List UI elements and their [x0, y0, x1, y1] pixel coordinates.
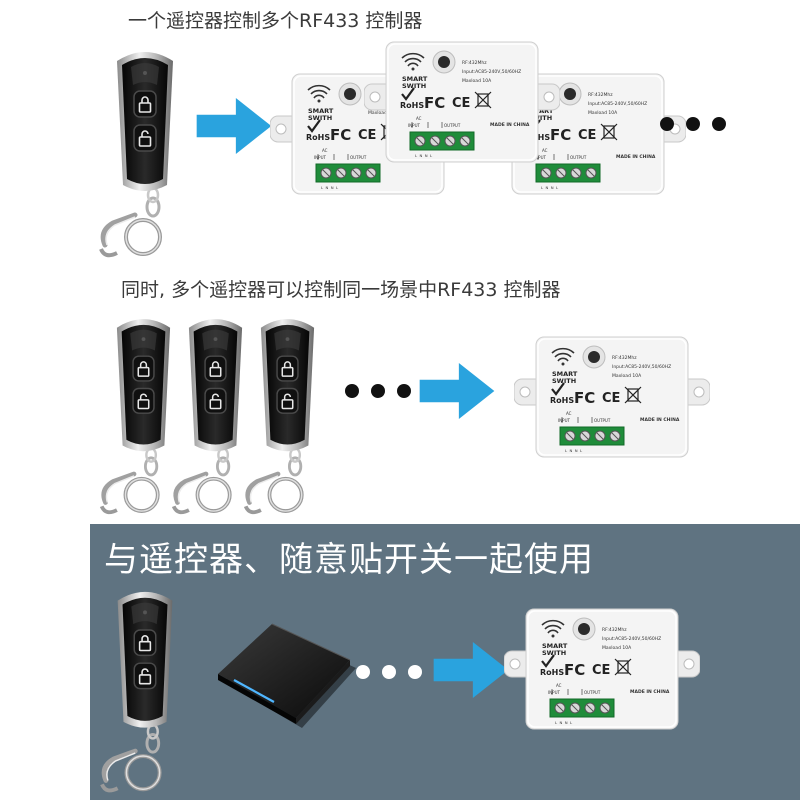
module-label-brand1: SMART	[552, 370, 578, 378]
module-graphic: SMART SWITH RF:432Mhz Input:AC85-240V,50…	[513, 336, 711, 458]
weee-bin-icon	[614, 658, 632, 676]
module-label-ce: CE	[602, 391, 620, 406]
module-label-brand1: SMART	[542, 642, 568, 650]
module-label-inlabel: INPUT	[534, 155, 547, 160]
module-label-made: MADE IN CHINA	[616, 154, 656, 160]
caption-many-to-one: 同时, 多个遥控器可以控制同一场景中RF433 控制器	[121, 279, 561, 301]
module-label-brand1: SMART	[528, 107, 554, 115]
module-label-freq: RF:432Mhz	[612, 355, 637, 361]
module-label-rohs: RoHS	[306, 133, 330, 142]
weee-bin-icon	[624, 386, 642, 404]
module-label-fc: FC	[550, 126, 571, 144]
wifi-icon	[307, 84, 331, 103]
module-label-rohs: RoHS	[550, 396, 574, 405]
module-label-inlabel: INPUT	[408, 123, 421, 128]
module-label-load: Maxload 10A	[612, 373, 642, 379]
module-label-inlabel: INPUT	[558, 418, 571, 423]
arrow-right-icon	[419, 363, 495, 419]
module-label-freq: RF:432Mhz	[462, 60, 487, 66]
module-label-freq: RF:432Mhz	[588, 92, 613, 98]
module-label-ac: AC	[542, 148, 548, 153]
module-label-brand2: SWITH	[402, 82, 426, 90]
wifi-icon	[551, 347, 575, 366]
module-label-ac: AC	[556, 683, 562, 688]
module-graphic: SMART SWITH RF:432Mhz Input:AC85-240V,50…	[503, 608, 701, 730]
module-label-term: L N N L	[565, 448, 583, 453]
module-label-rohs: RoHS	[540, 668, 564, 677]
stick-on-wall-switch	[218, 623, 356, 728]
module-label-fc: FC	[564, 661, 585, 679]
module-label-ce: CE	[578, 128, 596, 143]
module-label-input: Input:AC85-240V,50/60HZ	[462, 69, 521, 75]
wifi-icon	[541, 619, 565, 638]
module-label-outlabel: OUTPUT	[584, 690, 601, 695]
module-label-input: Input:AC85-240V,50/60HZ	[612, 364, 671, 370]
remote-control	[95, 45, 195, 265]
arrow-right-icon	[196, 98, 272, 154]
module-label-load: Maxload 10A	[368, 110, 398, 116]
module-label-fc: FC	[330, 126, 351, 144]
module-label-outlabel: OUTPUT	[570, 155, 587, 160]
caption-with-switch: 与遥控器、随意贴开关一起使用	[104, 540, 594, 580]
module-graphic: SMART SWITH RF:432Mhz Input:AC85-240V,50…	[363, 41, 561, 163]
module-label-outlabel: OUTPUT	[444, 123, 461, 128]
module-label-ac: AC	[322, 148, 328, 153]
module-label-term: L N N L	[321, 185, 339, 190]
module-label-inlabel: INPUT	[314, 155, 327, 160]
wifi-icon	[401, 52, 425, 71]
remote-control	[240, 312, 335, 522]
module-label-term: L N N L	[555, 720, 573, 725]
module-label-brand2: SWITH	[308, 114, 332, 122]
module-label-ac: AC	[566, 411, 572, 416]
module-label-made: MADE IN CHINA	[630, 689, 670, 695]
module-label-brand2: SWITH	[528, 114, 552, 122]
module-label-brand2: SWITH	[552, 377, 576, 385]
caption-one-to-many: 一个遥控器控制多个RF433 控制器	[128, 10, 423, 32]
module-label-load: Maxload 10A	[588, 110, 618, 116]
module-label-brand1: SMART	[402, 75, 428, 83]
module-label-made: MADE IN CHINA	[640, 417, 680, 423]
module-label-brand1: SMART	[308, 107, 334, 115]
module-label-fc: FC	[574, 389, 595, 407]
module-label-input: Input:AC85-240V,50/60HZ	[602, 636, 661, 642]
module-label-freq: RF:432Mhz	[602, 627, 627, 633]
rf433-controller-module: SMART SWITH RF:432Mhz Input:AC85-240V,50…	[503, 607, 701, 737]
module-label-input: Input:AC85-240V,50/60HZ	[588, 101, 647, 107]
ellipsis-dots	[345, 384, 411, 398]
module-label-load: Maxload 10A	[462, 78, 492, 84]
rf433-controller-module: SMART SWITH RF:432Mhz Input:AC85-240V,50…	[513, 335, 711, 465]
weee-bin-icon	[474, 91, 492, 109]
module-label-ce: CE	[452, 96, 470, 111]
ellipsis-dots	[356, 665, 422, 679]
module-label-load: Maxload 10A	[602, 645, 632, 651]
module-label-term: L N N L	[415, 153, 433, 158]
module-label-rohs: RoHS	[400, 101, 424, 110]
module-label-ce: CE	[592, 663, 610, 678]
module-label-outlabel: OUTPUT	[350, 155, 367, 160]
module-label-brand2: SWITH	[542, 649, 566, 657]
ellipsis-dots	[660, 117, 726, 131]
module-label-ac: AC	[416, 116, 422, 121]
module-label-made: MADE IN CHINA	[490, 122, 530, 128]
weee-bin-icon	[600, 123, 618, 141]
module-label-fc: FC	[424, 94, 445, 112]
remote-control	[95, 585, 195, 800]
module-label-inlabel: INPUT	[548, 690, 561, 695]
arrow-right-icon	[433, 642, 509, 698]
module-label-outlabel: OUTPUT	[594, 418, 611, 423]
module-label-ce: CE	[358, 128, 376, 143]
module-label-term: L N N L	[541, 185, 559, 190]
rf433-controller-module: SMART SWITH RF:432Mhz Input:AC85-240V,50…	[363, 40, 561, 170]
